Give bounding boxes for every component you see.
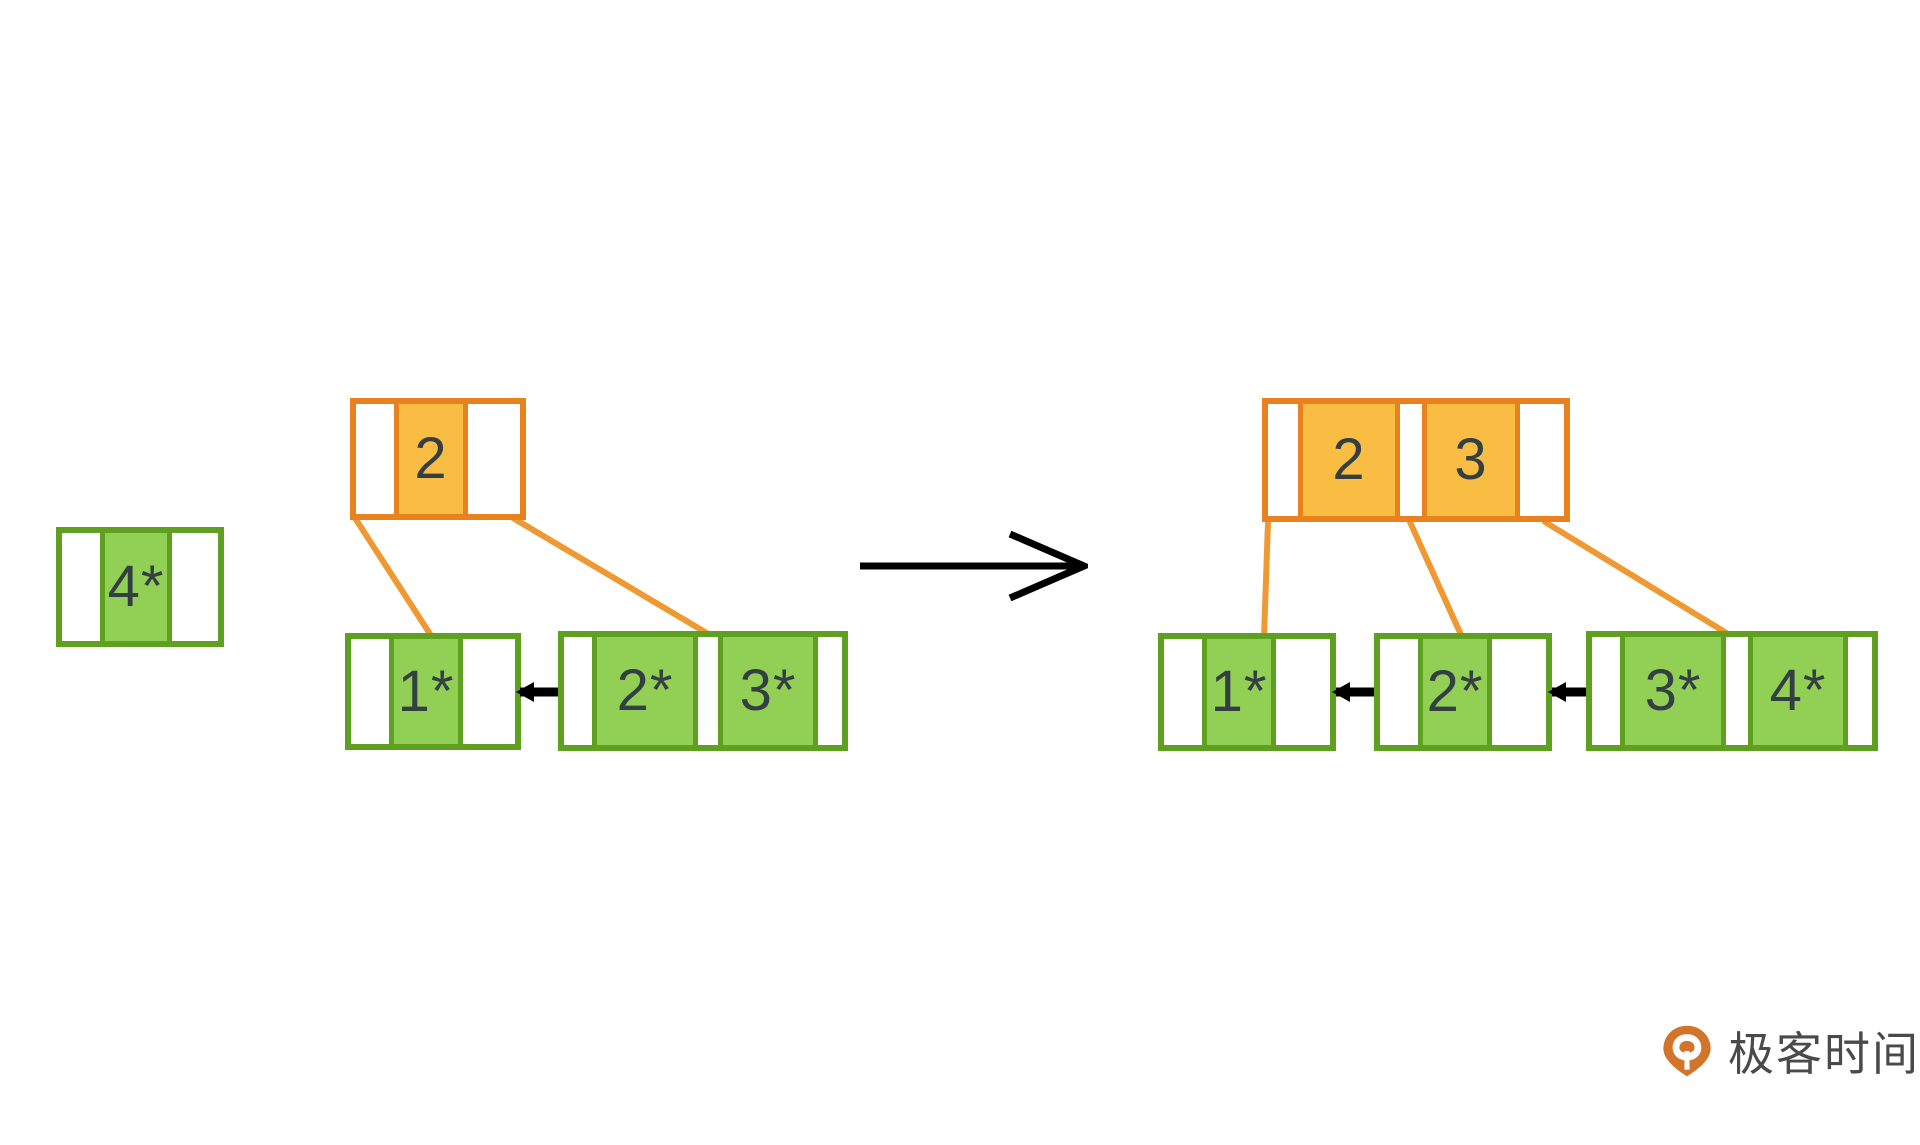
pointer-cell	[351, 639, 389, 744]
pointer-cell	[1848, 637, 1872, 745]
watermark: 极客时间	[1660, 1018, 1920, 1084]
pointer-cell	[1276, 639, 1318, 745]
inner-node-before[interactable]: 2	[350, 398, 526, 520]
pointer-cell	[818, 637, 842, 745]
key-cell-1star: 1*	[389, 639, 463, 744]
pointer-cell	[356, 404, 394, 514]
pointer-cell	[172, 533, 208, 641]
connector-after-middle	[1407, 519, 1465, 640]
pointer-cell	[1380, 639, 1418, 745]
leaf-node-before-1[interactable]: 1*	[345, 633, 521, 750]
pointer-cell	[1726, 637, 1748, 745]
leaf-node-after-1[interactable]: 1*	[1158, 633, 1336, 751]
insert-key-node[interactable]: 4*	[56, 527, 224, 647]
pointer-cell	[698, 637, 718, 745]
leaf-node-before-2[interactable]: 2* 3*	[558, 631, 848, 751]
pointer-cell	[468, 404, 508, 514]
key-cell-3star: 3*	[718, 637, 818, 745]
key-cell-2star: 2*	[592, 637, 698, 745]
key-cell-3star: 3*	[1620, 637, 1726, 745]
pointer-cell	[1268, 404, 1298, 516]
pointer-cell	[1492, 639, 1534, 745]
pointer-cell	[62, 533, 100, 641]
key-cell-4star: 4*	[1748, 637, 1848, 745]
connector-before-left	[352, 515, 435, 640]
pointer-cell	[1164, 639, 1202, 745]
key-cell: 4*	[100, 533, 172, 641]
connector-after-left	[1261, 519, 1271, 640]
leaf-node-after-3[interactable]: 3* 4*	[1586, 631, 1878, 751]
key-cell-3: 3	[1422, 404, 1520, 516]
pointer-cell	[463, 639, 503, 744]
geektime-logo-icon	[1663, 1025, 1711, 1077]
leaf-node-after-2[interactable]: 2*	[1374, 633, 1552, 751]
pointer-cell	[1400, 404, 1422, 516]
key-cell-2star: 2*	[1418, 639, 1492, 745]
pointer-cell	[1592, 637, 1620, 745]
transition-arrow	[860, 530, 1088, 602]
key-cell-2: 2	[1298, 404, 1400, 516]
connector-before-right	[510, 515, 713, 638]
key-cell-2: 2	[394, 404, 468, 514]
connector-after-right	[1542, 519, 1736, 640]
watermark-text: 极客时间	[1728, 1027, 1920, 1081]
inner-node-after[interactable]: 2 3	[1262, 398, 1570, 522]
pointer-cell	[564, 637, 592, 745]
key-cell-1star: 1*	[1202, 639, 1276, 745]
pointer-cell	[1520, 404, 1554, 516]
